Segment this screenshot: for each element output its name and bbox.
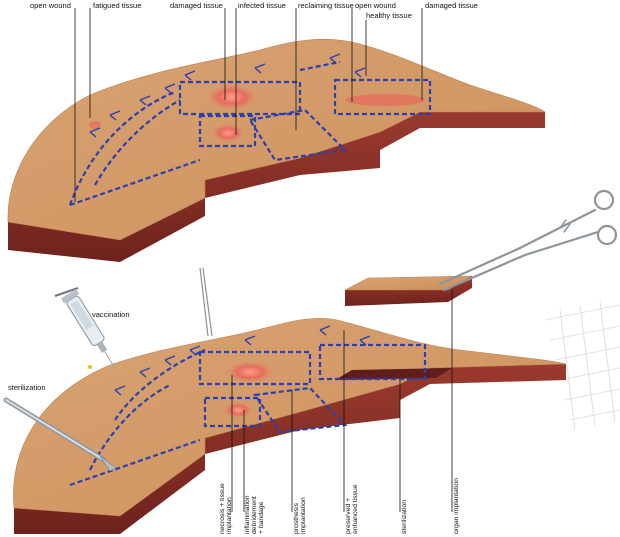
top-wound-damaged bbox=[204, 83, 260, 111]
bottom-arrows bbox=[114, 325, 371, 396]
implant-slot bbox=[335, 368, 452, 380]
bottom-wound-damaged bbox=[224, 360, 276, 384]
top-fatigued-spot bbox=[89, 121, 101, 129]
floating-tissue-strip bbox=[344, 275, 473, 306]
scalpel-icon bbox=[3, 397, 117, 472]
label-damaged-tissue-2: damaged tissue bbox=[425, 1, 478, 10]
label-fatigued-tissue: fatigued tissue bbox=[93, 1, 141, 10]
bottom-wound-infected bbox=[222, 401, 254, 419]
top-arrows bbox=[89, 53, 366, 138]
label-prosthesis-line2: implantation bbox=[300, 497, 307, 534]
needle-icon bbox=[199, 267, 213, 337]
label-vaccination: vaccination bbox=[92, 310, 130, 319]
label-healthy-tissue: healthy tissue bbox=[366, 11, 412, 20]
label-necrosis-line2: implantation bbox=[226, 497, 233, 534]
top-wound-infected bbox=[210, 123, 246, 143]
label-inflammation-line1: inflammation bbox=[244, 495, 251, 534]
top-tissue-slab bbox=[7, 8, 546, 262]
label-infected-tissue: infected tissue bbox=[238, 1, 286, 10]
label-sterilization-left: sterilization bbox=[8, 383, 46, 392]
label-organ-implantation: organ implantation bbox=[453, 478, 460, 534]
label-sterilization-right: sterilization bbox=[401, 500, 408, 534]
label-inflammation-line3: + bandage bbox=[258, 501, 265, 534]
label-prosthesis-line1: prosthesis bbox=[293, 502, 300, 534]
label-open-wound-right: open wound bbox=[355, 1, 396, 10]
bottom-tissue-slab bbox=[13, 290, 567, 534]
top-wound-open bbox=[345, 94, 425, 106]
bandage-mesh bbox=[544, 301, 620, 431]
label-inflammation-line2: debridement bbox=[251, 496, 258, 534]
label-reclaiming-tissue: reclaiming tissue bbox=[298, 1, 354, 10]
label-preserved-line1: preserved + bbox=[345, 498, 352, 534]
top-slab-skin bbox=[7, 38, 546, 241]
bottom-leader-lines bbox=[231, 290, 453, 512]
top-dashed-regions bbox=[68, 60, 432, 207]
top-leader-lines bbox=[74, 8, 423, 202]
label-open-wound-left: open wound bbox=[30, 1, 71, 10]
label-damaged-tissue-1: damaged tissue bbox=[170, 1, 223, 10]
syringe-icon bbox=[54, 287, 116, 369]
bottom-slab-skin bbox=[13, 317, 567, 517]
forceps-icon bbox=[438, 189, 618, 292]
label-preserved-line2: enhanced tissue bbox=[352, 484, 359, 534]
label-necrosis-line1: necrosis + tissue bbox=[219, 483, 226, 534]
